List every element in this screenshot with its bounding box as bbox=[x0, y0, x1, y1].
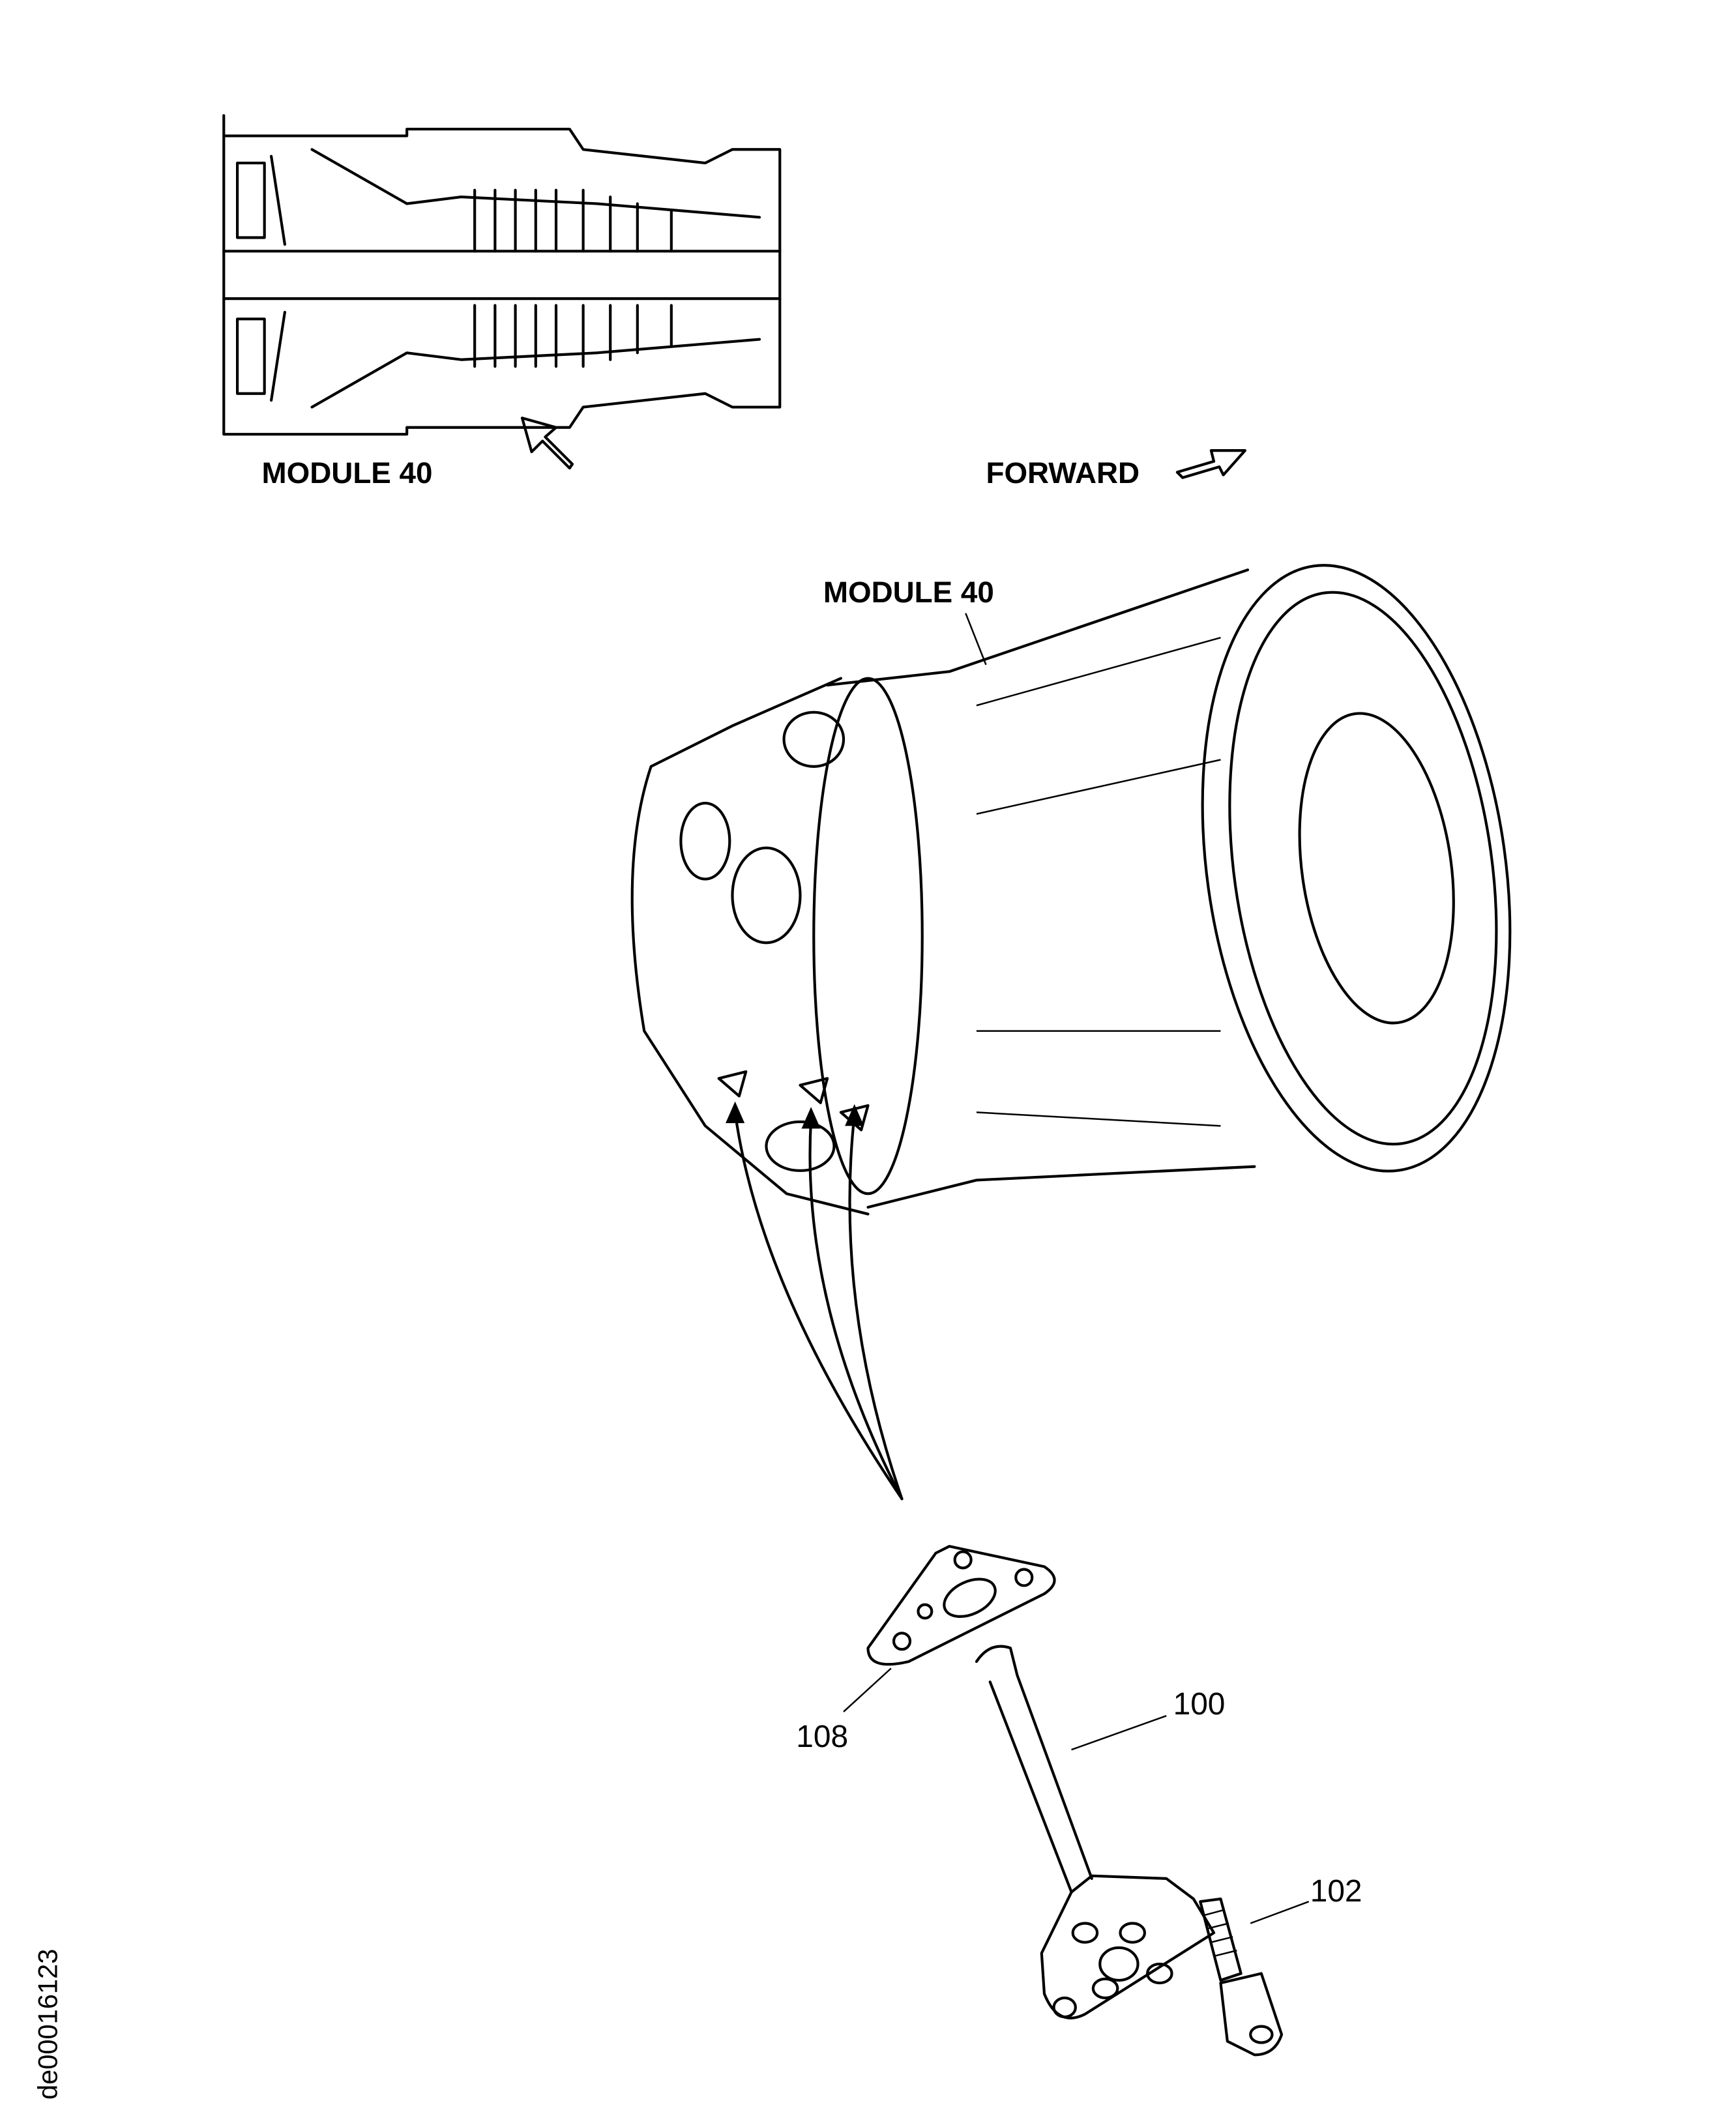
tube-assembly-100 bbox=[975, 1645, 1216, 2019]
callout-100: 100 bbox=[1173, 1687, 1226, 1722]
callout-108: 108 bbox=[796, 1720, 848, 1754]
callout-102: 102 bbox=[1310, 1874, 1362, 1909]
installation-arrows bbox=[733, 1111, 904, 1501]
main-module-label: MODULE 40 bbox=[823, 576, 994, 609]
gasket-108 bbox=[866, 1545, 1056, 1666]
engine-cross-section-inset bbox=[222, 114, 782, 436]
module-40-casing bbox=[630, 564, 1512, 1216]
figure-id: de00016123 bbox=[32, 1949, 63, 2100]
inset-module-label: MODULE 40 bbox=[262, 456, 433, 490]
inset-location-arrow bbox=[520, 417, 574, 470]
forward-arrow-icon bbox=[1175, 449, 1246, 479]
forward-label: FORWARD bbox=[986, 456, 1140, 490]
bolt-102 bbox=[1199, 1897, 1284, 2057]
